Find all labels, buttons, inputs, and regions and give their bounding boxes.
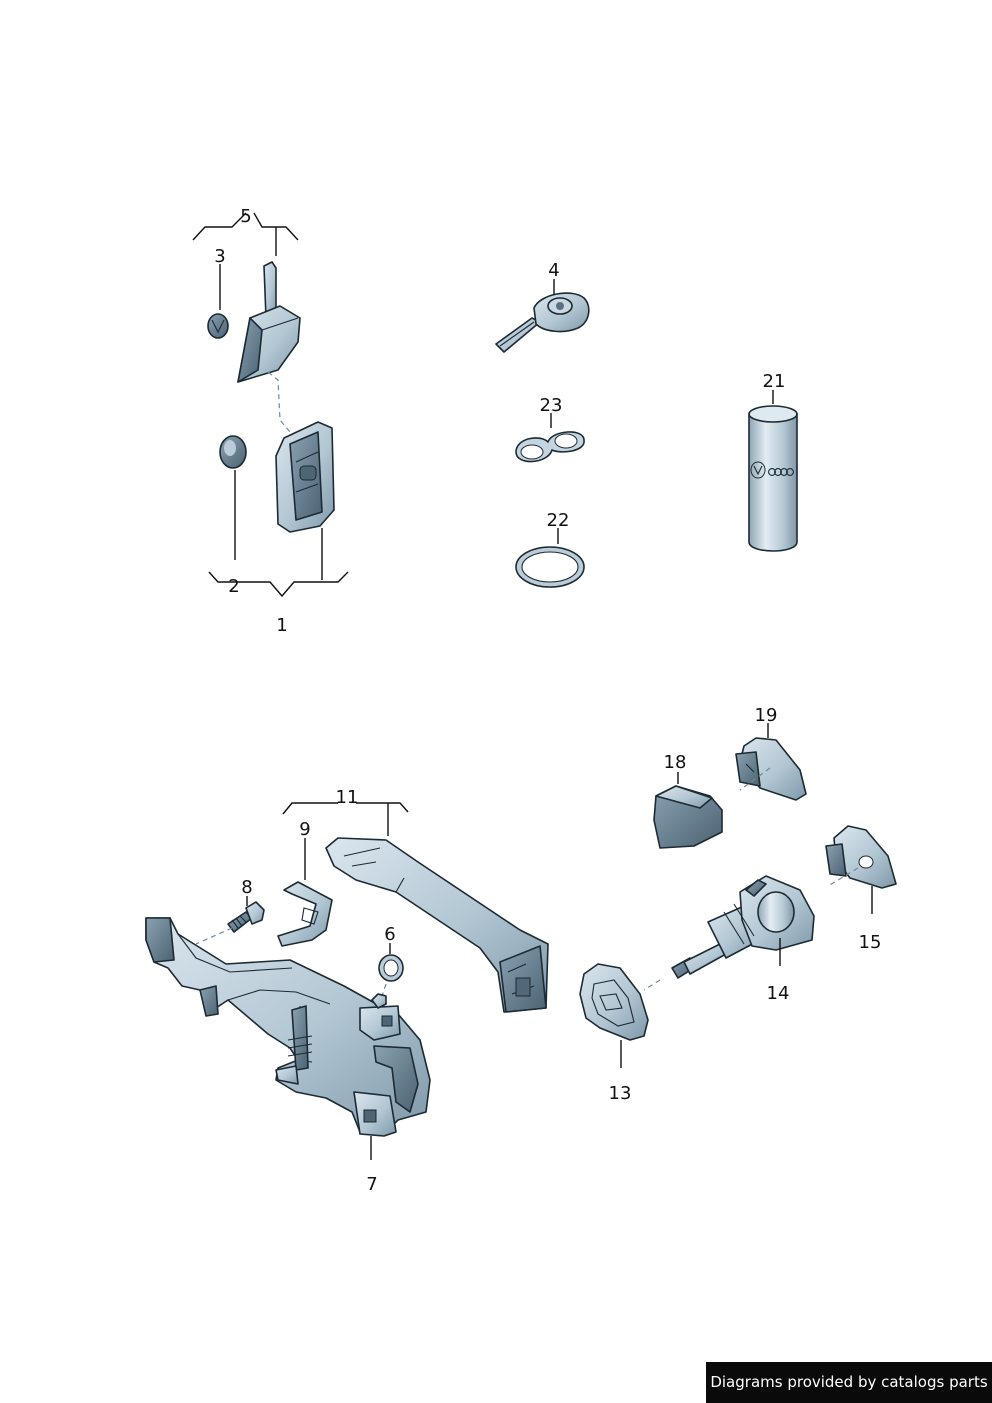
callout-11: 11 xyxy=(336,787,359,808)
callout-2: 2 xyxy=(228,576,239,597)
callout-14: 14 xyxy=(767,983,790,1004)
o-ring-part-6 xyxy=(378,943,404,982)
gasket-part-13 xyxy=(579,963,649,1041)
o-ring-part-22 xyxy=(515,528,585,588)
callout-9: 9 xyxy=(299,819,310,840)
cover-part-15 xyxy=(825,825,897,889)
callout-4: 4 xyxy=(548,260,559,281)
remote-key-group xyxy=(192,212,349,598)
remote-housing xyxy=(275,421,335,533)
callout-19: 19 xyxy=(755,705,778,726)
end-cap-part-18 xyxy=(653,772,723,849)
callout-6: 6 xyxy=(384,924,395,945)
bolt-part-8 xyxy=(227,896,265,933)
lock-cylinder-part-14 xyxy=(671,875,815,979)
callout-22: 22 xyxy=(547,510,570,531)
key-blade-part-5 xyxy=(237,261,301,383)
callout-7: 7 xyxy=(366,1174,377,1195)
callout-8: 8 xyxy=(241,877,252,898)
callout-13: 13 xyxy=(609,1083,632,1104)
outer-handle-part-11 xyxy=(325,837,549,1013)
callout-18: 18 xyxy=(664,752,687,773)
ignition-key-part-4 xyxy=(495,279,590,353)
clip-part-9 xyxy=(277,838,333,947)
callout-21: 21 xyxy=(763,371,786,392)
cap-part-19 xyxy=(735,723,807,801)
callout-3: 3 xyxy=(214,246,225,267)
callout-5: 5 xyxy=(240,206,251,227)
callout-labels: 5 3 4 21 23 22 2 1 19 18 11 9 8 6 15 14 … xyxy=(214,206,881,1195)
grease-tube-part-21 xyxy=(748,390,798,552)
callout-15: 15 xyxy=(859,932,882,953)
emblem-part-3 xyxy=(207,313,229,339)
callout-23: 23 xyxy=(540,395,563,416)
double-seal-part-23 xyxy=(515,413,585,463)
cap-part-2 xyxy=(219,435,247,469)
handle-carrier-part-7 xyxy=(145,917,431,1137)
callout-1: 1 xyxy=(276,615,287,636)
attribution-banner: Diagrams provided by catalogs parts xyxy=(706,1362,992,1403)
